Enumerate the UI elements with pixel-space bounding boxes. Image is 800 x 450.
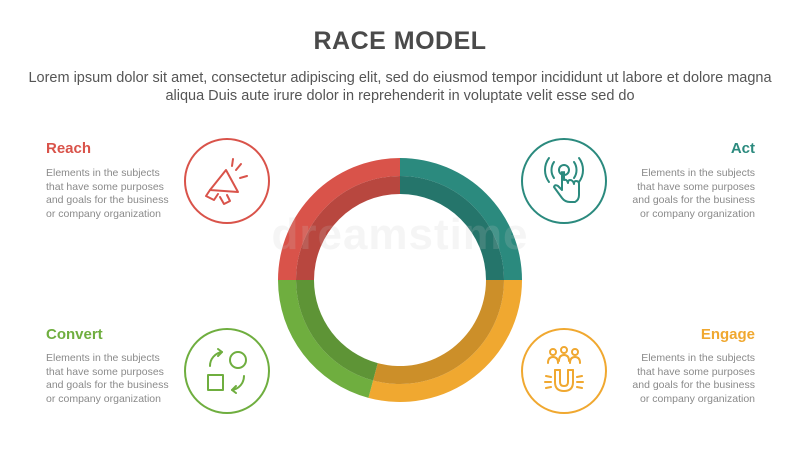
page-title: RACE MODEL <box>313 27 487 55</box>
race-cycle-ring <box>278 158 522 402</box>
page-subtitle: Lorem ipsum dolor sit amet, consectetur … <box>28 70 772 104</box>
megaphone-icon <box>205 158 248 205</box>
reach-description: Elements in the subjects that have some … <box>46 167 169 220</box>
touch-hand-icon <box>544 157 584 203</box>
reach-icon-circle <box>184 138 270 224</box>
magnet-people-icon <box>544 346 584 392</box>
reach-ring-segment-outer <box>278 158 400 280</box>
convert-icon-circle <box>184 328 270 414</box>
shapes-cycle-icon <box>207 348 247 394</box>
watermark: dreamstime <box>271 210 529 259</box>
act-heading: Act <box>730 140 755 157</box>
engage-ring-segment-inner <box>373 280 504 384</box>
convert-ring-segment-inner <box>296 280 378 381</box>
act-description: Elements in the subjects that have some … <box>632 167 755 220</box>
engage-heading: Engage <box>700 326 755 343</box>
act-icon-circle <box>521 138 607 224</box>
act-ring-segment-inner <box>400 176 504 280</box>
reach-ring-segment-inner <box>296 176 400 280</box>
convert-description: Elements in the subjects that have some … <box>46 352 169 405</box>
act-ring-segment-outer <box>400 158 522 280</box>
reach-heading: Reach <box>46 140 92 157</box>
engage-icon-circle <box>521 328 607 414</box>
engage-description: Elements in the subjects that have some … <box>632 352 755 405</box>
convert-heading: Convert <box>46 326 103 343</box>
engage-ring-segment-outer <box>368 280 522 402</box>
convert-ring-segment-outer <box>278 280 374 398</box>
